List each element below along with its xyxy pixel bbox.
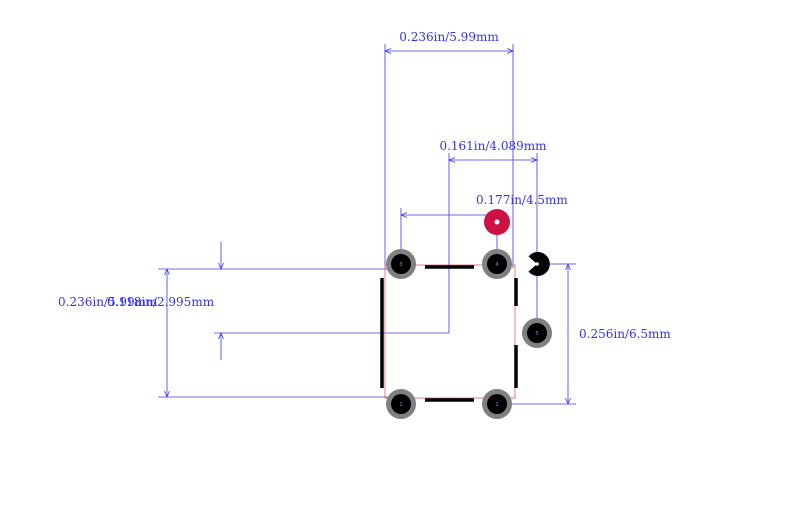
silkscreen (380, 265, 518, 402)
package-outline (384, 264, 516, 399)
pad-4: 4 (482, 249, 512, 279)
dimension-lines (164, 48, 571, 406)
pad-1: 1 (386, 389, 416, 419)
pad-2: 2 (482, 389, 512, 419)
dim-left-height-label: 0.236in/5.99mm (58, 295, 158, 309)
pad-3: 3 (386, 249, 416, 279)
svg-text:4: 4 (495, 262, 498, 268)
svg-text:1: 1 (399, 402, 402, 408)
dim-mid-width-label: 0.161in/4.089mm (439, 139, 547, 153)
dim-left-offset-label: 0.118in/2.995mm (107, 295, 215, 309)
svg-text:5: 5 (535, 331, 538, 337)
dim-marker-offset-label: 0.177in/4.5mm (476, 193, 568, 207)
dim-top-width-label: 0.236in/5.99mm (399, 30, 499, 44)
pin1-marker (484, 209, 510, 235)
pad-5: 5 (522, 318, 552, 348)
key-notch-icon (528, 252, 550, 276)
dim-right-height-label: 0.256in/6.5mm (579, 327, 671, 341)
svg-text:2: 2 (495, 402, 498, 408)
svg-text:3: 3 (399, 262, 402, 268)
extension-lines (158, 44, 576, 405)
